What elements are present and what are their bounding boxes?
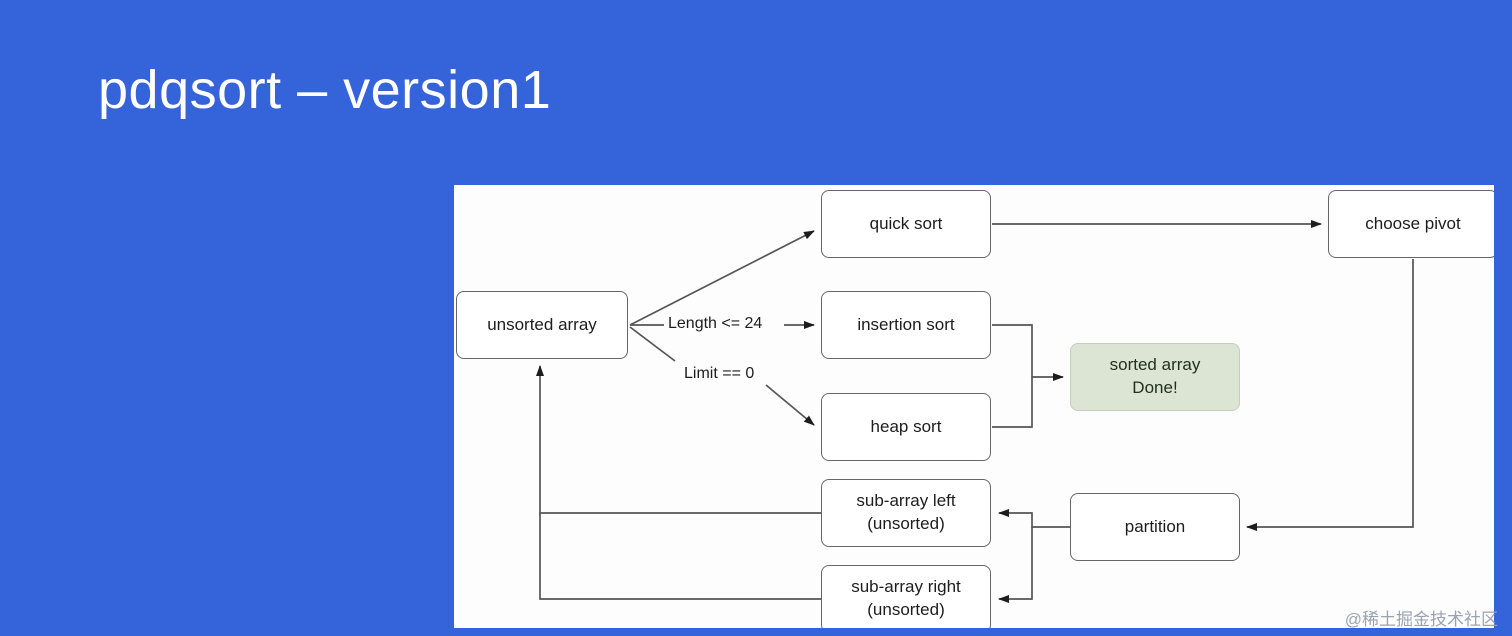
node-label: unsorted array [487,314,597,334]
node-partition[interactable]: partition [1070,493,1240,561]
node-unsorted-array[interactable]: unsorted array [456,291,628,359]
flowchart-edge-layer [536,220,1414,603]
edge-insertion-to-sorted [992,324,1064,381]
node-label: partition [1124,516,1186,536]
node-insertion-sort[interactable]: insertion sort [821,291,991,359]
edge-partition-to-subarray-right [998,527,1033,603]
node-heap-sort[interactable]: heap sort [821,393,991,461]
node-label: choose pivot [1365,213,1461,233]
edge-unsorted-to-quicksort [629,230,815,326]
edge-heap-to-sorted [992,377,1033,428]
node-sub-array-left[interactable]: sub-array left(unsorted) [821,479,991,547]
node-choose-pivot[interactable]: choose pivot [1328,190,1494,258]
edge-unsorted-to-heap-b [765,384,815,426]
node-label: quick sort [869,213,943,233]
edge-subarray-right-to-unsorted [539,513,821,600]
edge-partition-to-subarray-left [998,509,1070,528]
edge-subarray-left-to-unsorted [536,365,821,514]
edge-unsorted-to-heap-a [629,326,676,362]
page-title: pdqsort – version1 [98,60,552,120]
edge-label-limit-condition: Limit == 0 [684,365,755,382]
node-label: heap sort [870,416,942,436]
edge-label-length-condition: Length <= 24 [668,315,763,332]
node-label: sub-array left(unsorted) [856,491,956,533]
watermark: @稀土掘金技术社区 [1344,610,1498,629]
node-label: insertion sort [857,314,955,334]
edge-choosepivot-to-partition [1246,259,1414,531]
flowchart-panel: unsorted array quick sort insertion sort… [454,185,1494,628]
node-label: sub-array right(unsorted) [851,577,961,619]
node-sub-array-right[interactable]: sub-array right(unsorted) [821,565,991,628]
node-quick-sort[interactable]: quick sort [821,190,991,258]
